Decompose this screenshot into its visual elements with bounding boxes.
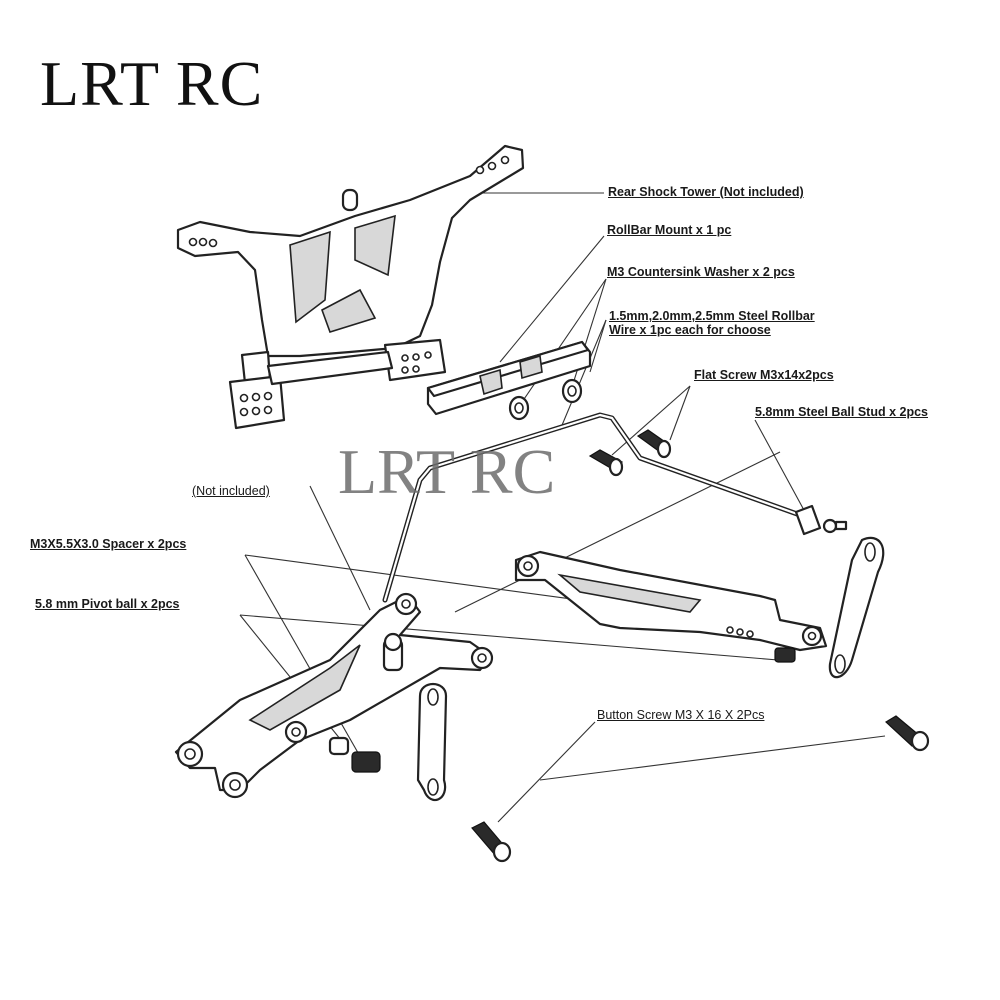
label-rollbar-mount: RollBar Mount x 1 pc: [607, 223, 732, 237]
label-pivot-ball: 5.8 mm Pivot ball x 2pcs: [35, 597, 180, 611]
rollbar-wire: [382, 412, 803, 603]
label-rollbar-wire-line2: Wire x 1pc each for choose: [609, 323, 771, 337]
tower-hole: [263, 391, 273, 401]
wire-inner: [383, 413, 802, 602]
leader-ball-stud-2: [454, 451, 781, 613]
tower-hole: [424, 351, 432, 359]
tower-hole: [401, 366, 409, 374]
link-body: [828, 536, 885, 679]
tower-hole: [475, 165, 485, 175]
left-arm-rib: [248, 644, 361, 731]
flat-screws: [588, 429, 672, 477]
rollbar-mount: [426, 340, 592, 416]
left-arm-pivot-hole: [184, 748, 196, 760]
tower-hole: [412, 353, 420, 361]
left-suspension-arm: [174, 592, 494, 799]
left-pivot-ball: [328, 736, 350, 756]
watermark: LRT RC: [338, 436, 556, 507]
tower-hole: [487, 161, 497, 171]
label-button-screw: Button Screw M3 X 16 X 2Pcs: [597, 708, 765, 722]
label-spacer: M3X5.5X3.0 Spacer x 2pcs: [30, 537, 187, 551]
tower-hole: [198, 237, 208, 247]
tower-window-bottom: [321, 288, 377, 333]
tower-post: [341, 188, 359, 212]
label-countersink-washer: M3 Countersink Washer x 2 pcs: [607, 265, 795, 279]
center-link: [416, 682, 448, 802]
arm-hole: [746, 630, 754, 638]
ball-stud-body: [794, 504, 822, 536]
tower-hole: [401, 354, 409, 362]
center-link-hole: [427, 778, 439, 796]
leader-button-screw-2: [539, 735, 886, 781]
leader-spacer-2: [244, 554, 366, 766]
arm-end-hole: [807, 631, 817, 641]
right-spacer: [774, 647, 796, 663]
tower-hole: [188, 237, 198, 247]
label-not-included: (Not included): [192, 484, 270, 498]
leader-not-included: [309, 485, 371, 611]
brand-logo: LRT RC: [40, 48, 264, 119]
leader-flat-screw-1: [611, 385, 691, 456]
mount-slot: [519, 354, 543, 380]
leader-rollbar-mount: [499, 235, 605, 363]
arm-pivot-hole: [523, 561, 533, 571]
center-link-hole: [427, 688, 439, 706]
left-arm-top-hole: [401, 599, 411, 609]
link-hole: [864, 542, 876, 562]
tower-window-left: [289, 230, 331, 324]
right-link: [828, 536, 885, 679]
tower-window-right: [354, 214, 396, 277]
label-rollbar-wire-line1: 1.5mm,2.0mm,2.5mm Steel Rollbar: [609, 309, 815, 323]
leader-pivot-ball-1: [239, 614, 779, 661]
arm-rib: [557, 573, 702, 613]
leader-ball-stud: [754, 419, 806, 513]
flat-screw-1-head: [608, 457, 624, 477]
label-flat-screw: Flat Screw M3x14x2pcs: [694, 368, 834, 382]
countersink-washers: [508, 378, 583, 421]
arm-hole: [736, 628, 744, 636]
washer-2-hole: [567, 385, 577, 397]
washer-1-hole: [514, 402, 524, 414]
pivot-ball-head: [383, 632, 403, 652]
leader-button-screw-1: [497, 721, 596, 823]
left-arm-end-hole: [477, 653, 487, 663]
flat-screw-2-head: [656, 439, 672, 459]
label-rear-shock-tower: Rear Shock Tower (Not included): [608, 185, 804, 199]
left-arm-mount-hole: [291, 727, 301, 737]
tower-plate: [176, 144, 525, 358]
leader-flat-screw-2: [669, 385, 691, 441]
tower-hole: [251, 392, 261, 402]
left-arm-pivot-hole: [229, 779, 241, 791]
tower-hole: [239, 407, 249, 417]
steel-ball-stud: [794, 504, 848, 536]
button-screws: [471, 715, 930, 863]
center-link-body: [416, 682, 448, 802]
tower-hole: [412, 365, 420, 373]
link-hole: [834, 654, 846, 674]
tower-hole: [251, 406, 261, 416]
mount-slot: [479, 368, 503, 396]
ball-stud-ball: [822, 518, 838, 534]
leader-rollbar-wire: [559, 319, 607, 431]
button-screw-1-head: [492, 841, 512, 863]
mount-top: [426, 340, 590, 398]
ball-stud-tip: [834, 520, 848, 531]
rear-shock-tower: [176, 144, 525, 430]
tower-hole: [208, 238, 218, 248]
tower-base: [266, 350, 394, 386]
button-screw-2-head: [910, 730, 930, 752]
tower-hole: [500, 155, 510, 165]
tower-hole: [239, 393, 249, 403]
tower-hole: [263, 405, 273, 415]
leader-lines: [239, 192, 886, 823]
label-ball-stud: 5.8mm Steel Ball Stud x 2pcs: [755, 405, 928, 419]
leader-rollbar-wire-2: [589, 319, 607, 373]
left-spacer: [351, 751, 381, 773]
arm-hole: [726, 626, 734, 634]
right-suspension-arm: [514, 550, 828, 663]
